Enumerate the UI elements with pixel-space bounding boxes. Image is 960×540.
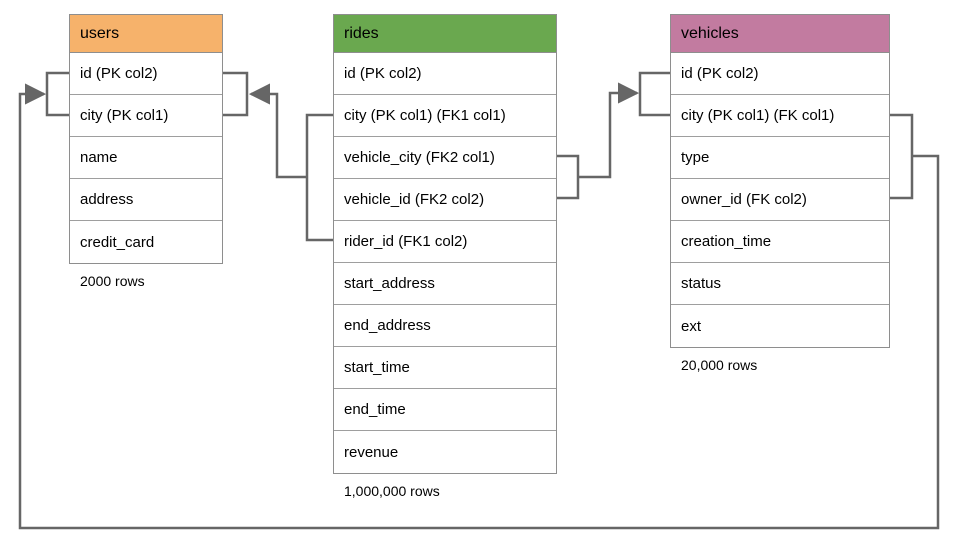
table-row: city (PK col1) (FK col1) [671,95,889,137]
table-users-header: users [70,15,222,53]
vehicles-right-bracket [890,113,914,200]
table-rides-box: rides id (PK col2)city (PK col1) (FK1 co… [333,14,557,474]
fk1-arrow-line [248,83,307,179]
fk2-arrow-line [578,82,640,179]
table-row: type [671,137,889,179]
table-row: creation_time [671,221,889,263]
table-vehicles-box: vehicles id (PK col2)city (PK col1) (FK … [670,14,890,348]
table-row: vehicle_city (FK2 col1) [334,137,556,179]
users-left-bracket [45,71,69,117]
table-vehicles-rows: id (PK col2)city (PK col1) (FK col1)type… [671,53,889,347]
table-row: end_address [334,305,556,347]
table-vehicles-header: vehicles [671,15,889,53]
rides-row-count-label: 1,000,000 rows [344,483,440,499]
users-row-count-label: 2000 rows [80,273,145,289]
users-right-bracket [223,71,249,117]
table-rides-rows: id (PK col2)city (PK col1) (FK1 col1)veh… [334,53,556,473]
table-row: vehicle_id (FK2 col2) [334,179,556,221]
table-row: end_time [334,389,556,431]
vehicles-left-bracket [638,71,670,117]
connector-rides-fk1-users [223,71,333,242]
table-row: city (PK col1) [70,95,222,137]
table-rides-header: rides [334,15,556,53]
vehicles-row-count-label: 20,000 rows [681,357,758,373]
table-row: owner_id (FK col2) [671,179,889,221]
table-row: address [70,179,222,221]
rides-left-bracket [305,113,333,242]
table-row: start_address [334,263,556,305]
table-row: ext [671,305,889,347]
table-row: id (PK col2) [334,53,556,95]
table-row: id (PK col2) [70,53,222,95]
table-row: name [70,137,222,179]
rides-right-bracket [557,154,580,200]
table-vehicles: vehicles id (PK col2)city (PK col1) (FK … [670,14,890,373]
table-row: rider_id (FK1 col2) [334,221,556,263]
table-row: start_time [334,347,556,389]
table-row: city (PK col1) (FK1 col1) [334,95,556,137]
table-row: credit_card [70,221,222,263]
table-row: status [671,263,889,305]
table-row: revenue [334,431,556,473]
connector-rides-fk2-vehicles [557,71,670,200]
table-row: id (PK col2) [671,53,889,95]
table-rides: rides id (PK col2)city (PK col1) (FK1 co… [333,14,557,499]
